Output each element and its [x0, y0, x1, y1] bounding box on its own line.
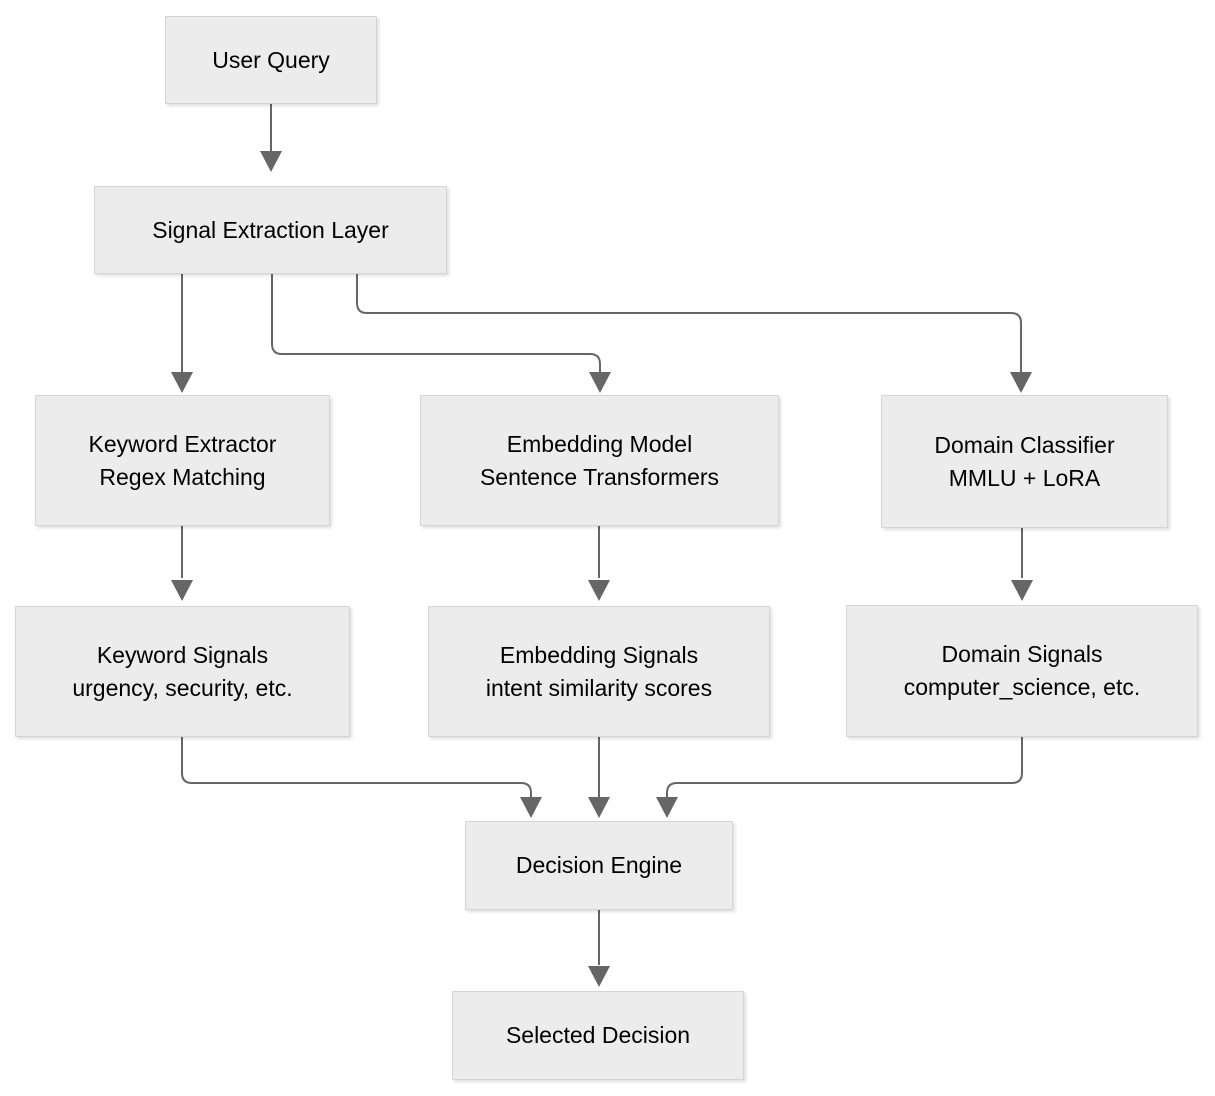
node-keyword-signals-label-primary: Keyword Signals: [96, 641, 269, 668]
node-embedding-model-label-primary: Embedding Model: [506, 430, 693, 457]
arrowhead: [589, 372, 611, 393]
node-signal-extraction-layer[interactable]: Signal Extraction Layer: [94, 186, 447, 274]
node-keyword-signals-label-secondary: urgency, security, etc.: [72, 674, 293, 701]
arrowhead: [588, 580, 610, 601]
edge-signal-extraction-layer-to-embedding-model: [271, 274, 601, 378]
arrowhead: [588, 797, 610, 818]
node-keyword-extractor-label-secondary: Regex Matching: [99, 463, 266, 490]
arrowhead: [588, 966, 610, 987]
node-embedding-signals-label-secondary: intent similarity scores: [485, 674, 713, 701]
node-keyword-signals[interactable]: Keyword Signals urgency, security, etc.: [15, 606, 350, 737]
arrowhead: [171, 580, 193, 601]
node-selected-decision[interactable]: Selected Decision: [452, 991, 744, 1080]
edge-signal-extraction-layer-to-domain-classifier: [356, 274, 1022, 378]
node-embedding-signals-label-primary: Embedding Signals: [499, 641, 699, 668]
node-user-query-label-primary: User Query: [212, 46, 330, 73]
arrowhead: [1010, 372, 1032, 393]
node-decision-engine[interactable]: Decision Engine: [465, 821, 733, 910]
node-decision-engine-label-primary: Decision Engine: [515, 852, 683, 879]
arrowhead: [260, 151, 282, 172]
arrowhead: [1011, 580, 1033, 601]
node-embedding-model-label-secondary: Sentence Transformers: [479, 463, 720, 490]
node-signal-extraction-layer-label-primary: Signal Extraction Layer: [152, 216, 389, 243]
node-domain-signals-label-secondary: computer_science, etc.: [903, 674, 1141, 700]
edge-domain-signals-to-decision-engine: [666, 737, 1023, 798]
edge-keyword-signals-to-decision-engine: [181, 737, 532, 798]
arrowhead: [656, 797, 678, 818]
arrowhead: [520, 797, 542, 818]
node-domain-signals-label-primary: Domain Signals: [941, 641, 1103, 668]
node-embedding-signals[interactable]: Embedding Signals intent similarity score…: [428, 606, 770, 737]
node-domain-classifier-label-primary: Domain Classifier: [934, 431, 1115, 458]
arrowhead: [171, 372, 193, 393]
node-keyword-extractor-label-primary: Keyword Extractor: [88, 430, 277, 457]
node-user-query[interactable]: User Query: [165, 16, 377, 104]
node-domain-signals[interactable]: Domain Signals computer_science, etc.: [846, 605, 1198, 737]
node-domain-classifier-label-secondary: MMLU + LoRA: [948, 464, 1101, 491]
node-selected-decision-label-primary: Selected Decision: [505, 1022, 691, 1049]
